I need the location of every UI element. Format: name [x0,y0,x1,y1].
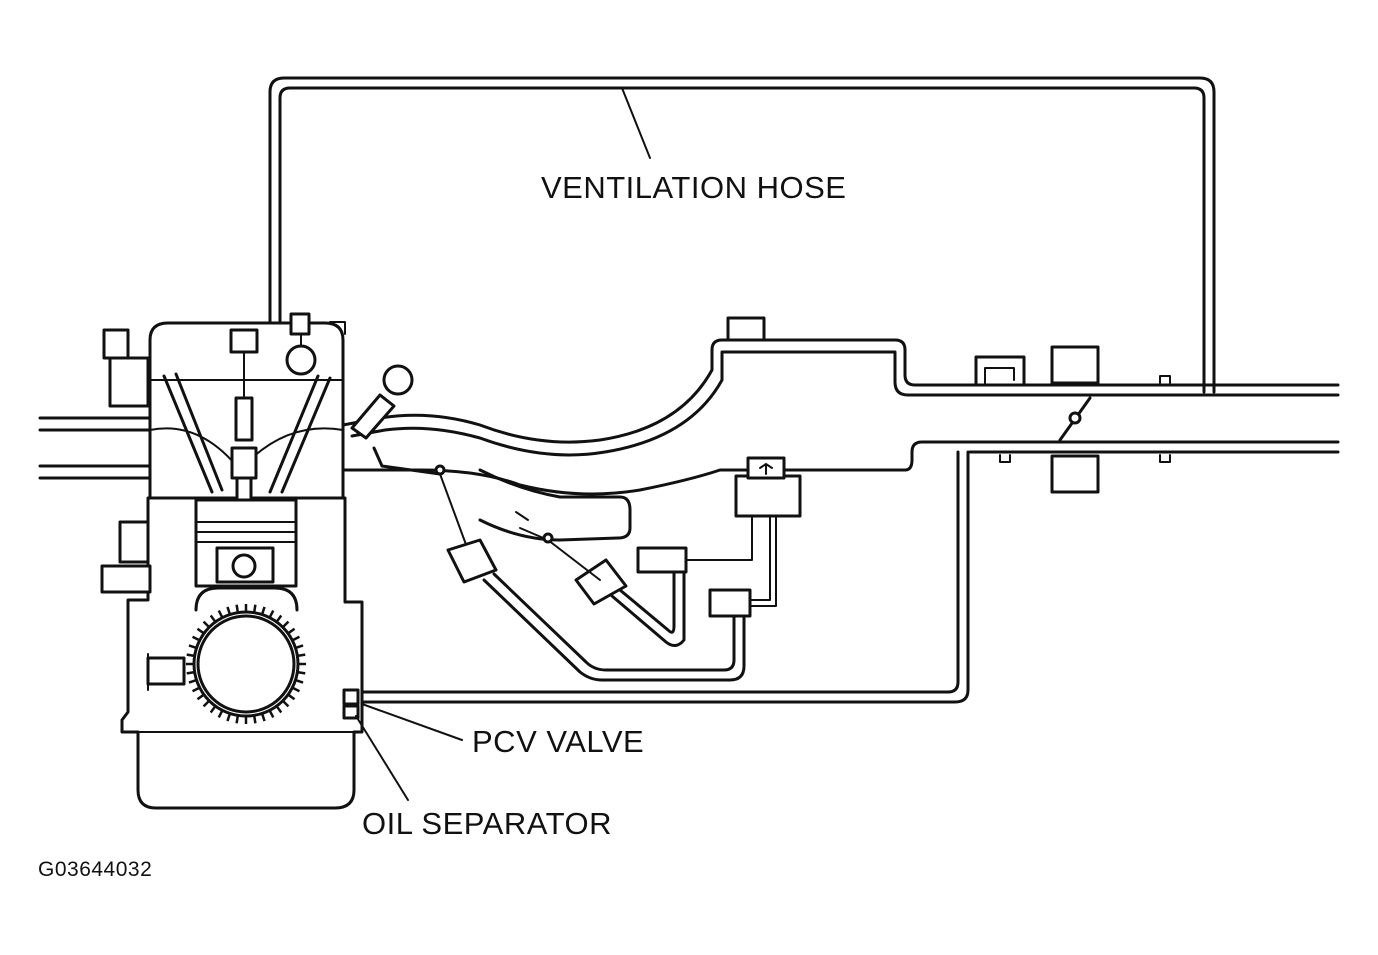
air-intake-duct [968,345,1340,494]
gear-tooth [295,644,304,650]
crankshaft-gear-teeth [186,604,306,724]
gear-tooth [202,620,211,629]
fuel-injector [350,364,414,440]
gear-tooth [287,693,296,701]
gear-tooth [275,614,283,623]
manifold-sensor [726,316,766,342]
ventilation-hose-label: VENTILATION HOSE [541,170,847,205]
gear-tooth [196,693,205,701]
gear-tooth [297,653,306,658]
gear-tooth [260,713,266,722]
oil-separator-leader [355,715,409,801]
gear-tooth [275,705,283,714]
gear-tooth [260,606,266,615]
oil-separator [342,704,360,720]
gear-tooth [297,670,306,675]
gear-tooth [291,686,301,693]
ventilation-hose [268,76,1216,394]
gear-tooth [295,678,304,684]
gear-tooth [191,686,201,693]
gear-tooth [188,644,197,650]
gear-tooth [226,713,232,722]
gear-tooth [186,670,195,675]
intake-manifold [341,338,977,542]
engine-block [100,312,364,810]
gear-tooth [268,709,275,719]
gear-tooth [281,620,290,629]
gear-tooth [196,627,205,635]
gear-tooth [287,627,296,635]
pcv-valve-leader [361,703,463,741]
gear-tooth [217,709,224,719]
gear-tooth [252,604,257,613]
pcv-valve [342,688,360,706]
gear-tooth [281,699,290,708]
gear-tooth [186,653,195,658]
pcv-return-line [342,450,970,720]
vacuum-hoses [372,446,777,682]
gear-tooth [202,699,211,708]
gear-tooth [235,715,240,724]
gear-tooth [291,635,301,642]
oil-separator-label: OIL SEPARATOR [362,806,612,841]
solenoid-box [734,456,802,518]
gear-tooth [209,614,217,623]
gear-tooth [268,609,275,619]
gear-tooth [226,606,232,615]
gear-tooth [209,705,217,714]
gear-tooth [191,635,201,642]
figure-id-label: G03644032 [38,858,153,881]
gear-tooth [188,678,197,684]
pcv-valve-label: PCV VALVE [472,724,645,759]
gear-tooth [235,604,240,613]
gear-tooth [252,715,257,724]
left-air-lines [38,416,152,480]
ventilation-hose-leader [621,87,651,159]
gear-tooth [217,609,224,619]
